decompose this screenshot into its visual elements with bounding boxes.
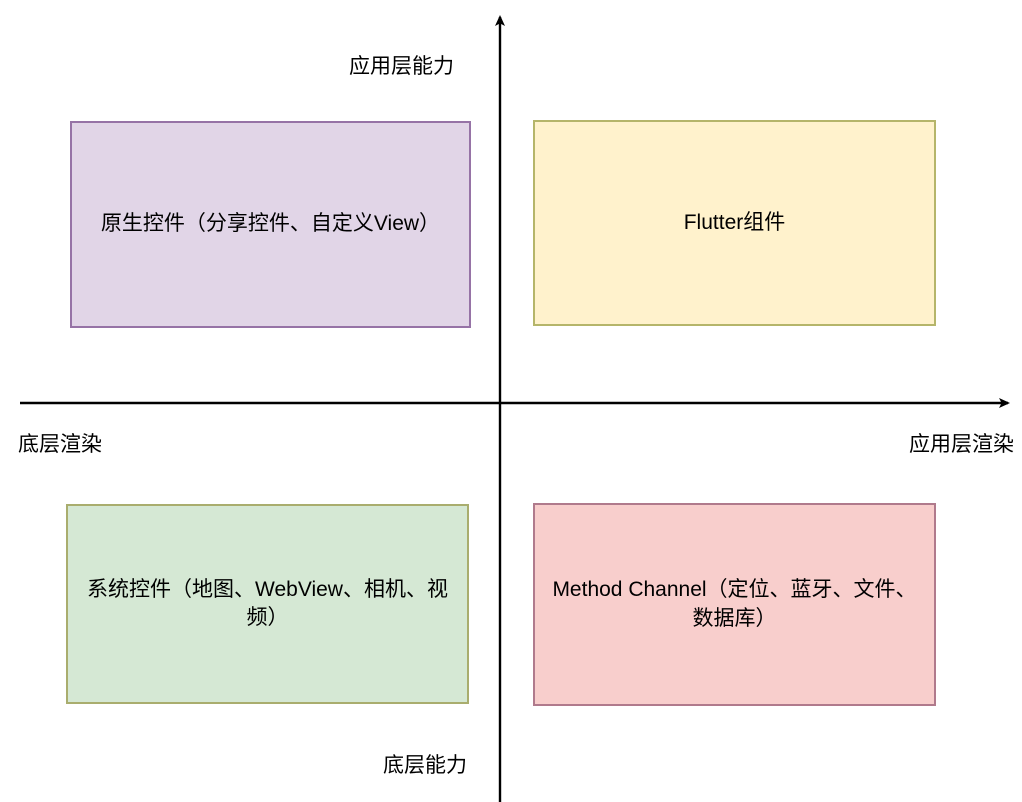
quadrant-box-top-left[interactable]: 原生控件（分享控件、自定义View） xyxy=(70,121,471,328)
quadrant-label-top-right: Flutter组件 xyxy=(683,210,786,234)
quadrant-box-top-right[interactable]: Flutter组件 xyxy=(533,120,936,326)
quadrant-label-bottom-left: 系统控件（地图、WebView、相机、视频） xyxy=(87,577,448,629)
axis-label-right: 应用层渲染 xyxy=(909,433,1014,456)
quadrant-label-bottom-right: Method Channel（定位、蓝牙、文件、数据库） xyxy=(552,578,917,630)
quadrant-box-bottom-left[interactable]: 系统控件（地图、WebView、相机、视频） xyxy=(66,504,469,704)
quadrant-label-top-left: 原生控件（分享控件、自定义View） xyxy=(100,212,441,236)
axis-label-left: 底层渲染 xyxy=(18,433,102,456)
axis-label-top: 应用层能力 xyxy=(349,55,454,78)
axis-label-bottom: 底层能力 xyxy=(383,754,467,777)
quadrant-box-bottom-right[interactable]: Method Channel（定位、蓝牙、文件、数据库） xyxy=(533,503,936,706)
